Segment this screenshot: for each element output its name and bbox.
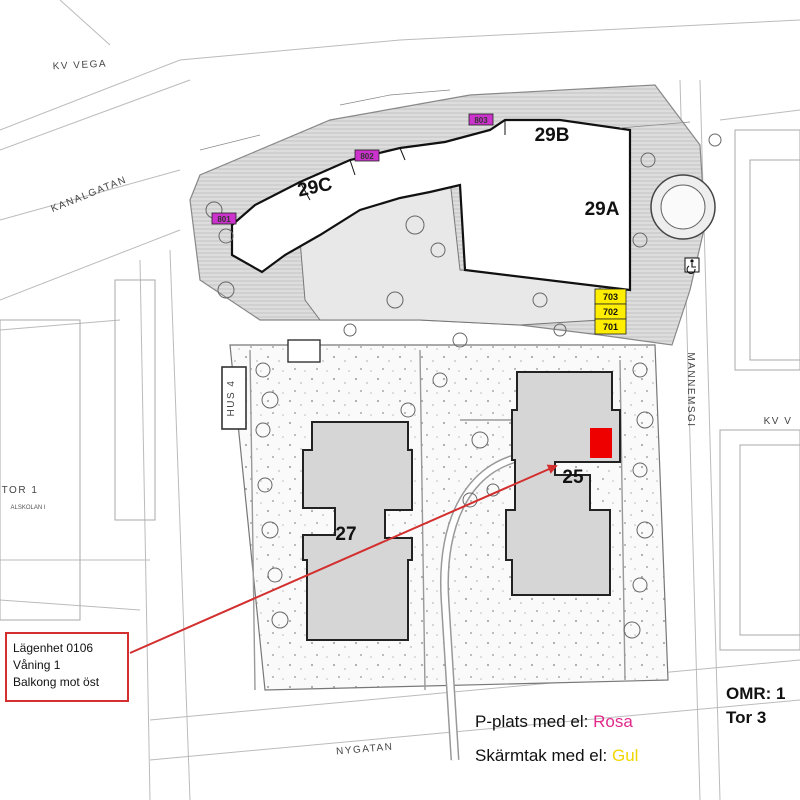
- parking-spot-803: [468, 113, 494, 126]
- parking-spot-802-label: 802: [360, 152, 374, 161]
- building-27-label: 27: [335, 524, 356, 545]
- apartment-info-box: Lägenhet 0106 Våning 1 Balkong mot öst: [5, 632, 129, 702]
- building-27: [302, 421, 413, 641]
- building-25: [505, 371, 621, 596]
- apartment-balcony: Balkong mot öst: [13, 675, 100, 689]
- pointer-arrow: [129, 464, 558, 654]
- legend-carport-text: Skärmtak med el:: [475, 746, 612, 765]
- district-tor: Tor 3: [726, 708, 767, 727]
- street-kanalgatan: KANALGATAN: [50, 174, 129, 214]
- street-kv-vega: KV VEGA: [52, 59, 107, 73]
- storage-shed: [287, 339, 321, 363]
- legend-parking: P-plats med el: Rosa: [475, 712, 633, 732]
- label-tor-1: TOR 1: [2, 485, 39, 496]
- building-29-details: [299, 120, 506, 201]
- district-omr: OMR: 1: [726, 684, 786, 703]
- building-25-label: 25: [562, 467, 584, 488]
- parking-spot-801-label: 801: [217, 215, 231, 224]
- carport-spot-701: [594, 318, 627, 335]
- legend-carport-color: Gul: [612, 746, 639, 765]
- carport-el-spots: 703 702 701: [594, 288, 627, 335]
- carport-spot-702-label: 702: [603, 307, 618, 317]
- apartment-floor: Våning 1: [13, 658, 61, 672]
- building-29a-label: 29A: [585, 199, 620, 220]
- label-kv-v: KV V: [764, 416, 793, 427]
- carport-spot-703-label: 703: [603, 292, 618, 302]
- label-hus-4: HUS 4: [226, 380, 237, 417]
- apartment-number: Lägenhet 0106: [13, 641, 94, 655]
- legend-carport: Skärmtak med el: Gul: [475, 746, 638, 766]
- label-alskolan: ALSKOLAN I: [10, 505, 45, 511]
- legend-parking-text: P-plats med el:: [475, 712, 594, 731]
- street-mannemsgi: MANNEMSGI: [685, 352, 696, 427]
- legend-parking-color: Rosa: [593, 712, 633, 731]
- parking-spot-802: [354, 149, 380, 162]
- background-blocks: [0, 129, 800, 651]
- building-29b-label: 29B: [535, 125, 570, 146]
- parking-spot-803-label: 803: [474, 116, 488, 125]
- parking-el-spots: 801 802 803: [211, 113, 494, 225]
- parking-spot-801: [211, 212, 237, 225]
- street-nygatan: NYGATAN: [336, 742, 394, 758]
- apartment-0106-marker: [590, 428, 612, 458]
- hus-4: [221, 366, 247, 430]
- carport-spot-701-label: 701: [603, 322, 618, 332]
